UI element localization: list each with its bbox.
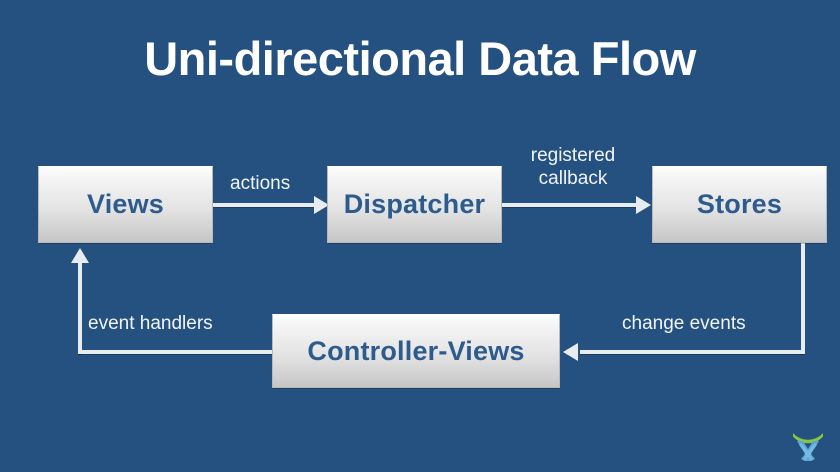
- node-dispatcher[interactable]: Dispatcher: [327, 166, 502, 243]
- node-views[interactable]: Views: [38, 166, 213, 243]
- node-dispatcher-label: Dispatcher: [343, 189, 486, 219]
- edge-label-line-2: callback: [538, 168, 608, 189]
- connector-views-to-dispatcher: [213, 203, 316, 207]
- arrowhead-left-icon: [563, 343, 578, 361]
- connector-controller-to-views-horizontal: [78, 350, 274, 354]
- edge-label-registered-callback: registered callback: [523, 144, 623, 190]
- node-views-label: Views: [86, 189, 165, 219]
- edge-label-change-events: change events: [622, 313, 746, 334]
- edge-label-actions: actions: [230, 173, 291, 194]
- connector-controller-to-views-vertical: [78, 262, 82, 354]
- x-arc-logo-icon: [793, 433, 823, 461]
- connector-stores-to-controller-vertical: [801, 243, 805, 354]
- connector-dispatcher-to-stores: [502, 203, 636, 207]
- arrowhead-up-icon: [71, 248, 89, 263]
- edge-label-event-handlers: event handlers: [88, 313, 213, 334]
- node-stores-label: Stores: [696, 189, 783, 219]
- connector-stores-to-controller-horizontal: [580, 350, 803, 354]
- node-controller-views-label: Controller-Views: [307, 335, 525, 366]
- edge-label-line-1: registered: [530, 145, 616, 166]
- arrowhead-right-icon: [636, 196, 651, 214]
- page-title: Uni-directional Data Flow: [144, 32, 696, 85]
- node-stores[interactable]: Stores: [652, 166, 827, 243]
- arrowhead-right-icon: [314, 196, 329, 214]
- node-controller-views[interactable]: Controller-Views: [272, 314, 560, 388]
